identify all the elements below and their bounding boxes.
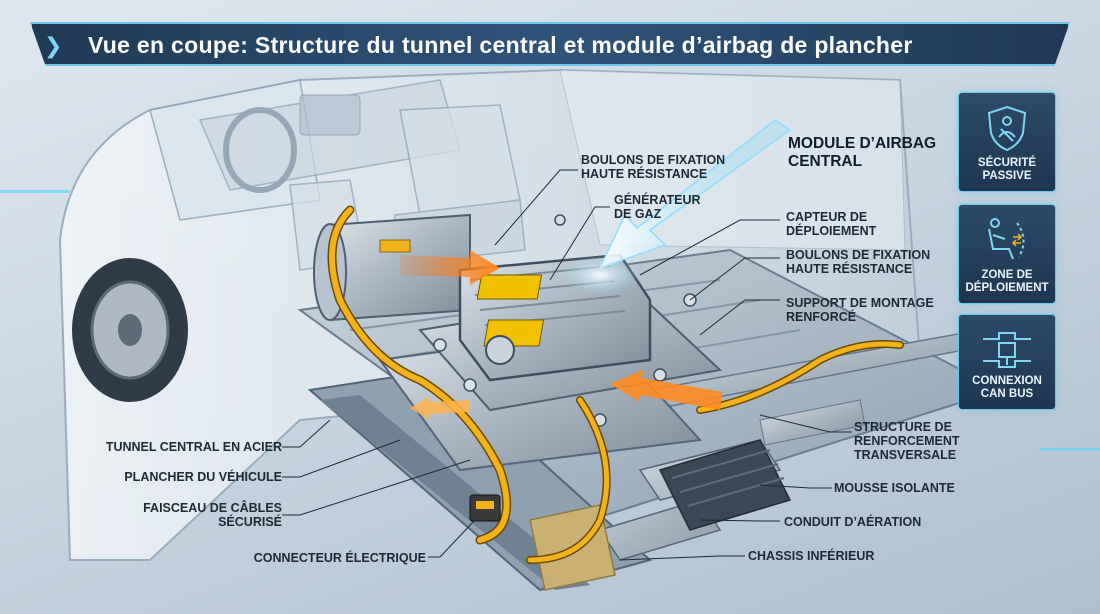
label-air-duct: Conduit d’aération	[784, 515, 922, 529]
label-lower-chassis: Chassis inférieur	[748, 549, 875, 563]
network-connector-icon	[983, 332, 1031, 368]
label-insulating-foam: Mousse isolante	[834, 481, 955, 495]
high-strength-bolts	[433, 214, 697, 427]
cable-harness	[327, 205, 904, 564]
side-label-deployment-zone: Zone de déploiement	[965, 269, 1049, 294]
module-highlight-arrow	[598, 119, 792, 270]
leader-lines	[282, 169, 852, 561]
side-card-can-bus: Connexion CAN Bus	[958, 314, 1056, 410]
title-banner: ❯ Vue en coupe: Structure du tunnel cent…	[30, 22, 1070, 66]
label-steel-tunnel: Tunnel central en acier	[105, 440, 282, 454]
seat-deploy-icon	[988, 218, 1025, 260]
label-bolts-right: Boulons de fixation haute résistance	[786, 248, 931, 276]
label-bolts-top: Boulons de fixation haute résistance	[581, 153, 726, 181]
chevron-right-icon: ❯	[44, 33, 63, 58]
transverse-beam	[759, 399, 866, 446]
label-airbag-module: Module d’airbag central	[788, 135, 937, 170]
label-mounting-support: Support de montage renforcé	[786, 296, 934, 324]
label-cable-harness: Faisceau de câbles sécurisé	[143, 501, 282, 529]
label-electrical-connector: Connecteur électrique	[253, 551, 426, 565]
label-deployment-sensor: Capteur de déploiement	[786, 210, 877, 238]
side-card-passive-safety: Sécurité passive	[958, 92, 1056, 192]
deploy-arrow-left	[410, 396, 470, 420]
air-duct	[658, 439, 792, 531]
shield-seatbelt-icon	[987, 105, 1027, 152]
dashboard	[198, 79, 461, 193]
deploy-arrow-right	[610, 370, 722, 410]
deploy-arrow-top	[400, 250, 500, 285]
label-transverse-reinforcement: Structure de renforcement transversale	[854, 420, 960, 462]
side-label-passive-safety: Sécurité passive	[977, 157, 1037, 182]
label-gas-generator: Générateur de gaz	[614, 193, 701, 221]
electrical-connector	[469, 494, 501, 522]
side-label-can-bus: Connexion CAN Bus	[972, 375, 1042, 400]
page-title: Vue en coupe: Structure du tunnel centra…	[88, 32, 913, 58]
side-card-deployment-zone: Zone de déploiement	[958, 204, 1056, 304]
front-wheel	[72, 258, 188, 402]
label-vehicle-floor: Plancher du véhicule	[124, 470, 282, 484]
